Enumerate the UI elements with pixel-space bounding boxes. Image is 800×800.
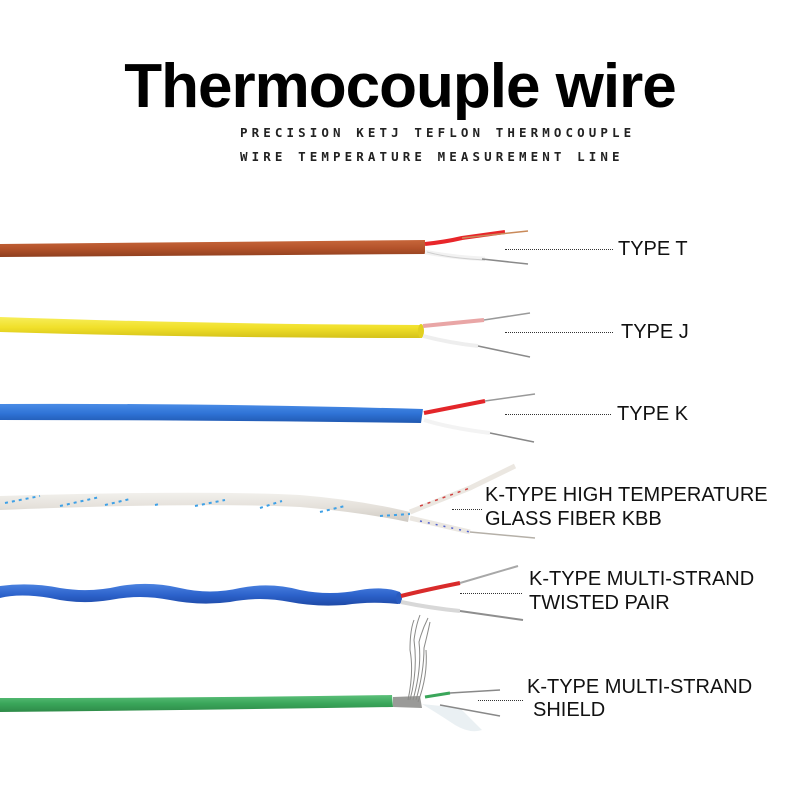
label-type-t: TYPE T xyxy=(618,238,688,260)
subtitle-line-1: PRECISION KETJ TEFLON THERMOCOUPLE xyxy=(240,125,636,140)
wire-k-type-twisted-pair xyxy=(0,565,524,621)
leader-line-shield xyxy=(478,700,523,701)
label-twisted-pair-line-2: TWISTED PAIR xyxy=(529,592,670,614)
wire-type-k xyxy=(0,393,536,443)
wire-type-t xyxy=(0,230,529,265)
label-type-j: TYPE J xyxy=(621,321,689,343)
label-type-k: TYPE K xyxy=(617,403,689,425)
wire-k-type-shield xyxy=(0,614,501,732)
page-title: Thermocouple wire xyxy=(124,52,676,121)
label-glass-fiber-line-2: GLASS FIBER KBB xyxy=(485,508,662,530)
label-twisted-pair-line-1: K-TYPE MULTI-STRAND xyxy=(529,568,755,590)
leader-line-type-k xyxy=(505,414,611,415)
leader-line-type-t xyxy=(505,249,613,250)
leader-line-glass-fiber xyxy=(452,509,482,510)
wire-k-type-glass-fiber xyxy=(0,463,536,539)
label-glass-fiber-line-1: K-TYPE HIGH TEMPERATURE xyxy=(485,484,768,506)
wire-type-j xyxy=(0,312,531,358)
leader-line-type-j xyxy=(505,332,613,333)
label-shield-line-2: SHIELD xyxy=(533,699,606,721)
subtitle-line-2: WIRE TEMPERATURE MEASUREMENT LINE xyxy=(240,149,624,164)
leader-line-twisted-pair xyxy=(460,593,522,594)
label-shield-line-1: K-TYPE MULTI-STRAND xyxy=(527,676,753,698)
